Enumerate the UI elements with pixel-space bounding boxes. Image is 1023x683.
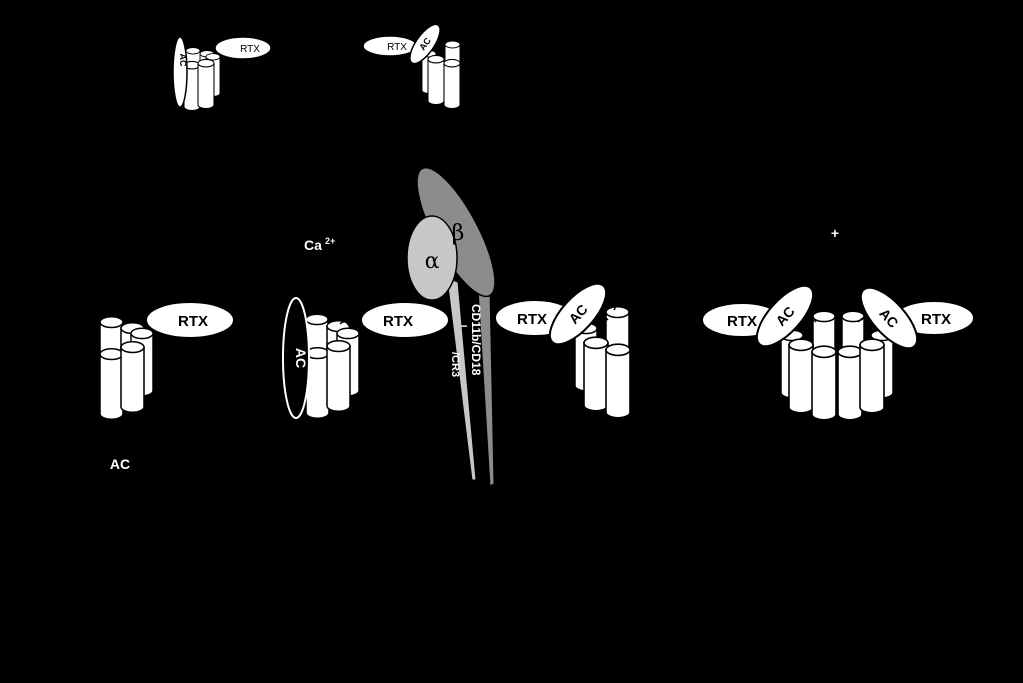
toxin-monomer-calcium-bound: AC RTX	[282, 297, 450, 420]
plus-sign: +	[831, 225, 839, 241]
toxin-oligomer: RTX AC RTX AC	[701, 284, 975, 421]
toxin-monomer-inserted: RTX AC	[494, 282, 631, 419]
helix-loop	[331, 305, 351, 329]
integrin-receptor: α β CD11b/CD18 − /CR3	[406, 166, 496, 487]
ac-domain	[172, 36, 188, 108]
rtx-domain-label: RTX	[387, 42, 407, 53]
calcium-symbol: Ca	[304, 237, 322, 253]
rtx-domain	[360, 301, 450, 339]
rtx-domain-label: RTX	[727, 313, 757, 330]
ac-domain-inserted	[282, 297, 310, 419]
toxin-monomer-1: RTX	[98, 300, 235, 421]
ac-domain-label: AC	[293, 348, 309, 368]
ac-domain-label: AC	[178, 54, 188, 67]
calcium-charge: 2+	[325, 236, 335, 246]
rtx-domain-label: RTX	[240, 44, 260, 55]
rtx-domain-label: RTX	[383, 313, 413, 330]
calcium-label: Ca 2+	[304, 236, 335, 253]
ac-domain-left	[755, 284, 815, 348]
rtx-domain	[145, 301, 235, 339]
beta-label: β	[452, 221, 465, 246]
top-right-toxin-small: RTX AC	[362, 23, 461, 110]
alpha-subunit-head	[406, 215, 458, 301]
helix-loop	[109, 300, 139, 323]
helix-bundle	[304, 305, 360, 420]
top-left-toxin-small: AC RTX	[172, 36, 272, 112]
rtx-domain	[214, 36, 272, 60]
alpha-subunit-stalk	[446, 277, 477, 481]
ac-domain	[409, 23, 441, 65]
ac-domain	[548, 282, 608, 346]
receptor-minus: −	[460, 319, 467, 333]
rtx-domain-label: RTX	[178, 313, 208, 330]
rtx-domain-label: RTX	[921, 311, 951, 328]
standalone-ac-label: AC	[110, 456, 130, 472]
receptor-partial-label: /CR3	[449, 352, 461, 377]
ac-domain-right	[859, 286, 919, 350]
rtx-domain-label: RTX	[517, 311, 547, 328]
alpha-label: α	[425, 249, 440, 274]
helix-bundle	[98, 300, 154, 421]
receptor-label: CD11b/CD18	[469, 304, 483, 376]
